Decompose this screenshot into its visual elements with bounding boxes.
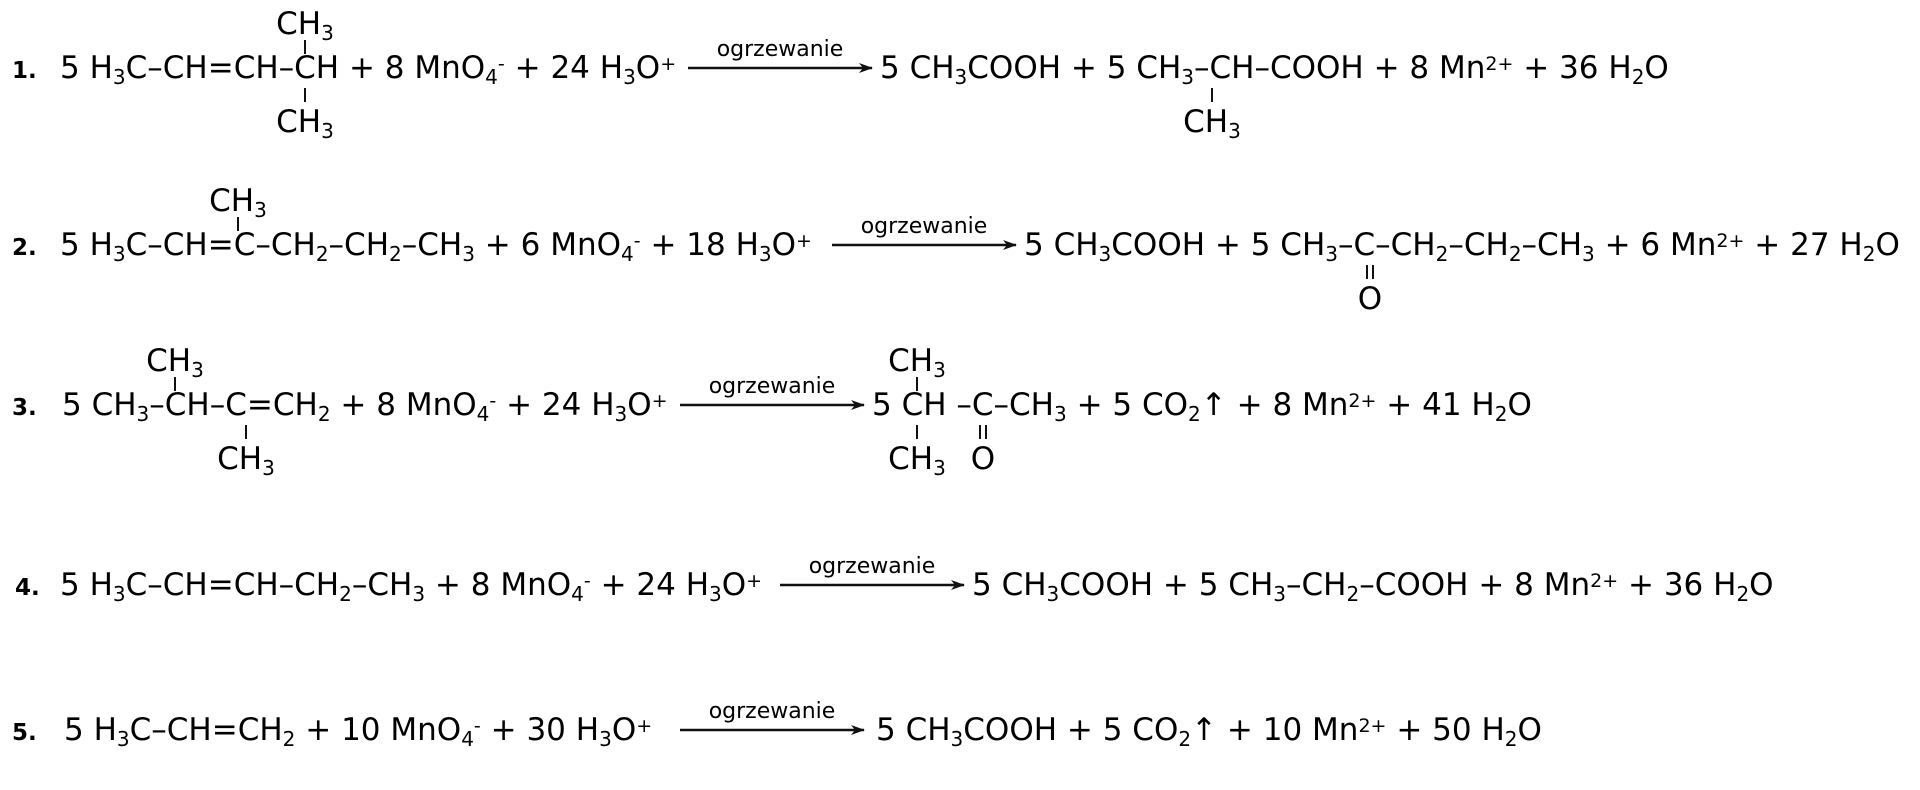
reaction-number: 2. [12,235,37,261]
reaction-number: 3. [12,395,37,421]
condition-label: ogrzewanie [717,37,844,62]
reactants-text: 5 H3C–CH=CH–CH2–CH3 + 8 MnO4- + 24 H3O+ [60,567,762,606]
product-branch-group: O [1358,281,1382,317]
product-branch-group: CH3 [1183,104,1241,143]
product-branch-group: CH3 [888,441,946,480]
reaction-number: 4. [15,575,40,601]
reaction-3: 3. 5 CH3–CH–C=CH2 + 8 MnO4- + 24 H3O+ ogrz… [12,343,1532,480]
reactants-text: 5 H3C–CH=C–CH2–CH2–CH3 + 6 MnO4- + 18 H3… [60,227,812,266]
reaction-number: 5. [12,720,37,746]
condition-label: ogrzewanie [709,699,836,724]
products-text: 5 CH –C–CH3 + 5 CO2↑ + 8 Mn2+ + 41 H2O [872,387,1532,426]
reaction-4: 4. 5 H3C–CH=CH–CH2–CH3 + 8 MnO4- + 24 H3O… [15,554,1774,606]
reactant-branch-group: CH3 [146,343,204,382]
reactants-text: 5 H3C–CH=CH2 + 10 MnO4- + 30 H3O+ [64,712,652,751]
reactants-text: 5 H3C–CH=CH–CH + 8 MnO4- + 24 H3O+ [60,50,676,89]
products-text: 5 CH3COOH + 5 CH3–C–CH2–CH2–CH3 + 6 Mn2+… [1024,227,1900,266]
product-branch-group: O [971,441,995,477]
reactant-branch-group: CH3 [209,183,267,222]
product-branch-group: CH3 [888,343,946,382]
reactant-branch-group: CH3 [217,441,275,480]
condition-label: ogrzewanie [861,214,988,239]
reaction-2: 2. 5 H3C–CH=C–CH2–CH2–CH3 + 6 MnO4- + 18 … [12,183,1900,317]
reaction-5: 5. 5 H3C–CH=CH2 + 10 MnO4- + 30 H3O+ ogrze… [12,699,1542,751]
products-text: 5 CH3COOH + 5 CH3–CH–COOH + 8 Mn2+ + 36 … [880,50,1669,89]
condition-label: ogrzewanie [809,554,936,579]
products-text: 5 CH3COOH + 5 CO2↑ + 10 Mn2+ + 50 H2O [876,712,1542,751]
reactants-text: 5 CH3–CH–C=CH2 + 8 MnO4- + 24 H3O+ [62,387,668,426]
condition-label: ogrzewanie [709,374,836,399]
reactant-branch-group: CH3 [276,104,334,143]
products-text: 5 CH3COOH + 5 CH3–CH2–COOH + 8 Mn2+ + 36… [972,567,1774,606]
reaction-number: 1. [12,58,37,84]
reaction-1: 1. 5 H3C–CH=CH–CH + 8 MnO4- + 24 H3O+ ogrz… [12,6,1669,143]
reactant-branch-group: CH3 [276,6,334,45]
